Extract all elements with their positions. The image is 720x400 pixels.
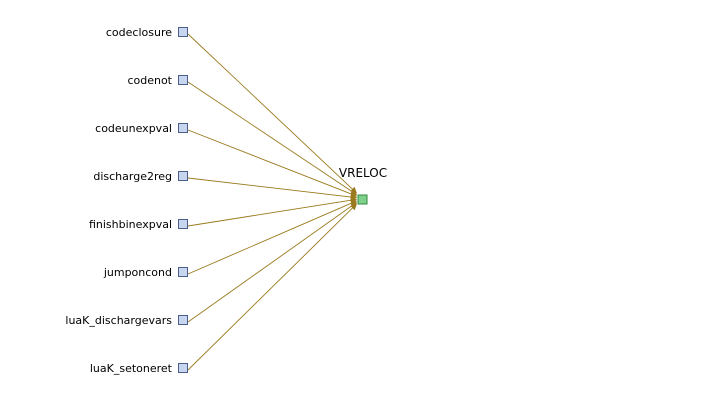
source-node-label-codeclosure: codeclosure <box>106 26 172 39</box>
source-node-label-discharge2reg: discharge2reg <box>93 170 172 183</box>
source-node-codeunexpval[interactable] <box>178 123 188 133</box>
source-node-jumponcond[interactable] <box>178 267 188 277</box>
source-node-finishbinexpval[interactable] <box>178 219 188 229</box>
source-node-label-finishbinexpval: finishbinexpval <box>89 218 172 231</box>
edge-jumponcond-to-target <box>187 200 358 275</box>
source-node-label-luak-setoneret: luaK_setoneret <box>90 362 173 375</box>
edge-codeunexpval-to-target <box>187 129 358 197</box>
source-node-luak-dischargevars[interactable] <box>178 315 188 325</box>
target-node-label: VRELOC <box>339 166 387 180</box>
edges <box>187 33 358 371</box>
target-node-group: VRELOC <box>339 166 387 205</box>
edge-codeclosure-to-target <box>187 33 357 194</box>
edge-codenot-to-target <box>187 81 358 195</box>
source-node-codenot[interactable] <box>178 75 188 85</box>
source-node-label-codeunexpval: codeunexpval <box>95 122 172 135</box>
source-node-luak-setoneret[interactable] <box>178 363 188 373</box>
target-node[interactable] <box>357 194 368 205</box>
edge-luak-setoneret-to-target <box>187 203 357 371</box>
source-node-label-luak-dischargevars: luaK_dischargevars <box>65 314 172 327</box>
edge-finishbinexpval-to-target <box>187 197 358 227</box>
nodes: codeclosure codenot codeunexpval discharge2… <box>65 26 188 375</box>
source-node-label-jumponcond: jumponcond <box>103 266 172 279</box>
edge-luak-dischargevars-to-target <box>187 202 358 323</box>
source-node-discharge2reg[interactable] <box>178 171 188 181</box>
edge-discharge2reg-to-target <box>187 177 358 201</box>
source-node-codeclosure[interactable] <box>178 27 188 37</box>
source-node-label-codenot: codenot <box>127 74 172 87</box>
